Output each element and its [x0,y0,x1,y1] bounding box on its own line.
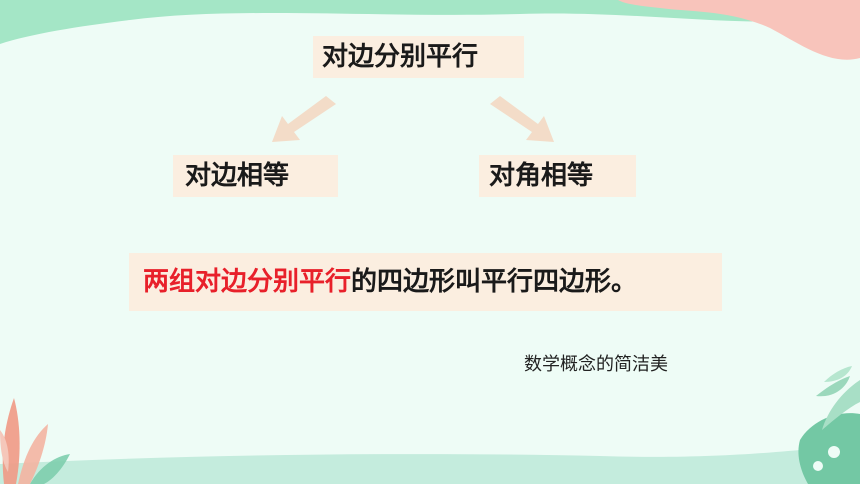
caption: 数学概念的简洁美 [524,354,668,375]
top-wave-pink [618,0,860,60]
left-node: 对边相等 [173,155,338,197]
arrow-left-down-icon [272,96,336,142]
definition-box: 两组对边分别平行的四边形叫平行四边形。 [129,253,722,311]
leaf-icon [0,398,70,484]
definition-rest: 的四边形叫平行四边形。 [351,267,638,297]
top-wave-green [0,0,860,44]
top-node: 对边分别平行 [313,36,524,78]
bottom-band [0,444,860,484]
monstera-leaf-icon [798,366,860,484]
right-node: 对角相等 [479,155,636,197]
definition-highlight: 两组对边分别平行 [143,267,352,297]
arrow-right-down-icon [490,96,554,142]
